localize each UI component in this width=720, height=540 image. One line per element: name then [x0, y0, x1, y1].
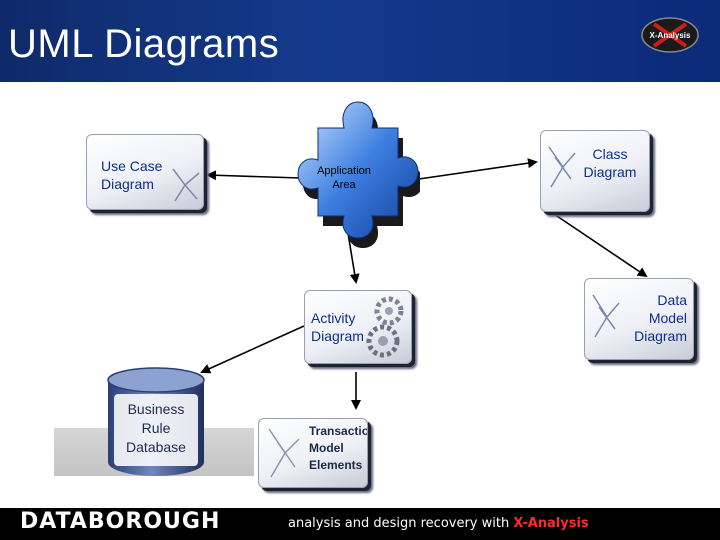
class-label: Class Diagram: [583, 146, 637, 180]
activity-label: Activity Diagram: [311, 310, 364, 344]
transaction-label: Transaction Model Elements: [309, 424, 367, 472]
use-case-label: Use Case Diagram: [101, 158, 163, 192]
data-model-diagram-node: Data Model Diagram: [584, 278, 694, 360]
arrow-class-to-datamodel: [547, 209, 648, 278]
footer-tagline: analysis and design recovery with X-Anal…: [288, 516, 589, 531]
application-area-puzzle-icon: [297, 101, 420, 248]
transaction-sketch-icon: [268, 428, 300, 478]
arrow-app-to-class: [411, 158, 538, 181]
data-model-label: Data Model Diagram: [634, 292, 687, 344]
logo-text: X-Analysis: [650, 31, 691, 40]
activity-diagram-node: Activity Diagram: [304, 290, 412, 364]
header-bar: [0, 0, 720, 82]
arrow-app-to-usecase: [206, 170, 301, 181]
arrow-activity-to-business: [200, 325, 305, 374]
x-analysis-logo: X-Analysis: [641, 17, 699, 53]
footer-bar: [0, 508, 720, 540]
tagline-text: analysis and design recovery with: [288, 516, 510, 531]
tagline-highlight: X-Analysis: [513, 516, 589, 531]
class-sketch-icon: [548, 146, 576, 188]
databorough-logo: DATABOROUGH: [20, 509, 221, 534]
use-case-diagram-node: Use Case Diagram: [86, 134, 204, 210]
page-title: UML Diagrams: [8, 22, 280, 66]
application-area-label: Application Area: [317, 165, 371, 191]
data-model-sketch-icon: [592, 294, 620, 338]
gears-icon: [366, 296, 404, 358]
diagram-sketch-icon: [172, 168, 200, 202]
class-diagram-node: Class Diagram: [540, 130, 650, 212]
transaction-model-node: Transaction Model Elements: [258, 418, 368, 488]
business-rule-label: Business Rule Database: [126, 401, 186, 455]
business-rule-database-icon: [107, 367, 205, 476]
